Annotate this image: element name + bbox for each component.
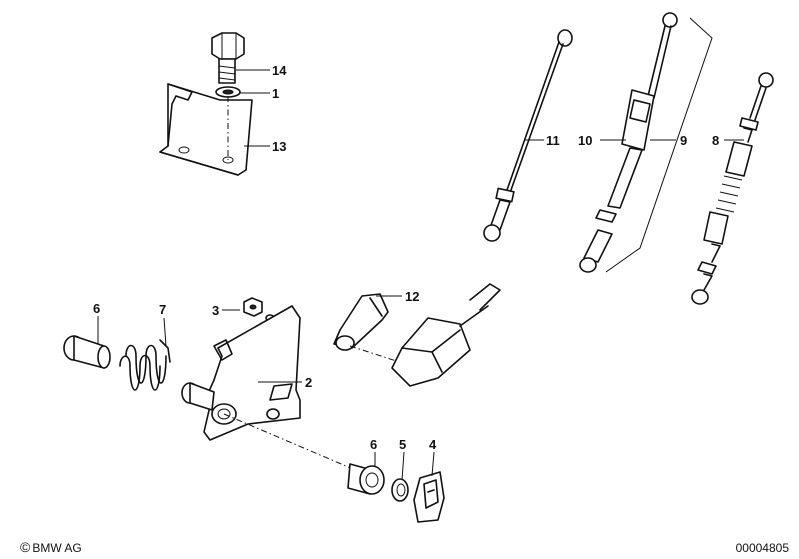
spring-part-7 [119, 339, 215, 411]
lever-plate-part-2 [203, 305, 361, 473]
pin-part-6-left [63, 335, 111, 369]
callout-10: 10 [578, 133, 592, 148]
callout-8: 8 [712, 133, 719, 148]
adjustable-rod-part-10 [579, 12, 678, 273]
callout-6-left: 6 [93, 301, 100, 316]
callout-3: 3 [212, 303, 219, 318]
clip-part-4 [413, 471, 445, 523]
linkage-part-12 [333, 283, 501, 387]
leader-lines [97, 69, 744, 481]
nut-part-3 [243, 297, 275, 322]
callout-6-right: 6 [370, 437, 377, 452]
callout-14: 14 [272, 63, 287, 78]
copyright-text: BMW AG [32, 541, 82, 555]
washer-part-1 [215, 86, 241, 98]
callout-2: 2 [305, 375, 312, 390]
line-part-9 [605, 17, 713, 273]
bolt-part-14 [211, 32, 245, 84]
washer-part-5 [391, 478, 409, 502]
bracket-part-13 [159, 83, 253, 176]
copyright-label: ©BMW AG [20, 539, 82, 555]
copyright-symbol: © [20, 539, 31, 555]
callout-9: 9 [680, 133, 687, 148]
callout-4: 4 [429, 437, 437, 452]
callout-7: 7 [159, 302, 166, 317]
rod-part-11 [483, 29, 573, 242]
callout-12: 12 [405, 289, 419, 304]
callout-1: 1 [272, 86, 279, 101]
document-number: 00004805 [735, 541, 789, 555]
bushing-part-6-right [347, 463, 385, 495]
spring-rod-part-8 [691, 72, 774, 305]
callout-11: 11 [546, 133, 560, 148]
callout-5: 5 [399, 437, 406, 452]
callout-13: 13 [272, 139, 286, 154]
